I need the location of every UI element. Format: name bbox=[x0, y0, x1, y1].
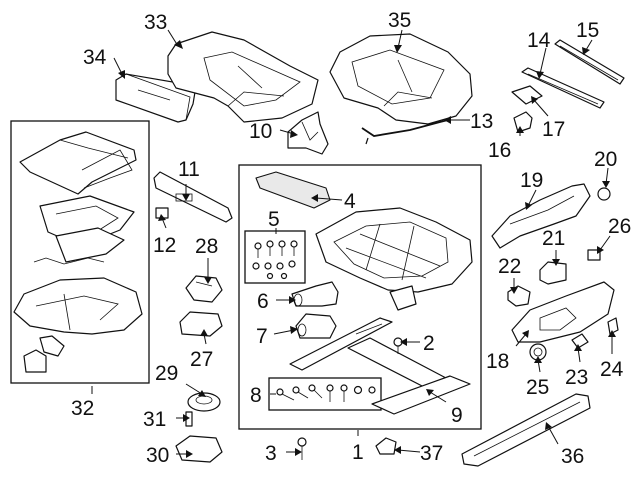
part-26-connector bbox=[587, 249, 601, 261]
part-15-rail bbox=[554, 39, 625, 85]
part-32-seat-back-kit bbox=[13, 131, 143, 373]
part-27-block bbox=[179, 311, 223, 337]
part-13-rod bbox=[361, 119, 449, 145]
callout-9: 9 bbox=[451, 404, 463, 427]
callout-32: 32 bbox=[71, 397, 94, 420]
callout-8: 8 bbox=[250, 384, 262, 407]
part-16-cap bbox=[513, 111, 533, 133]
main-frame bbox=[238, 164, 482, 430]
callout-2: 2 bbox=[423, 332, 435, 355]
callout-30: 30 bbox=[146, 444, 169, 467]
callout-24: 24 bbox=[600, 358, 624, 381]
part-20-knob bbox=[597, 187, 611, 201]
part-8-fastener-kit bbox=[276, 384, 376, 402]
part-21-switch bbox=[539, 261, 567, 285]
callout-33: 33 bbox=[144, 11, 167, 34]
callout-26: 26 bbox=[608, 215, 631, 238]
part-35-seat-cushion bbox=[329, 33, 473, 125]
callout-labels: 1 2 3 4 5 6 7 8 9 10 11 12 13 14 15 16 1… bbox=[71, 9, 631, 468]
part-7-motor bbox=[295, 313, 337, 339]
callout-37: 37 bbox=[420, 442, 443, 465]
callout-5: 5 bbox=[268, 208, 280, 231]
kit-8-frame bbox=[268, 377, 382, 411]
leader-arrowheads bbox=[118, 40, 616, 458]
callout-20: 20 bbox=[594, 148, 617, 171]
callout-15: 15 bbox=[576, 19, 599, 42]
callout-10: 10 bbox=[249, 120, 272, 143]
callout-27: 27 bbox=[190, 348, 213, 371]
part-6-motor bbox=[291, 281, 339, 307]
callout-28: 28 bbox=[195, 235, 218, 258]
callout-14: 14 bbox=[527, 29, 551, 52]
callout-22: 22 bbox=[498, 255, 521, 278]
callout-3: 3 bbox=[265, 442, 277, 465]
part-5-fastener-kit bbox=[252, 240, 298, 280]
seat-frame bbox=[315, 207, 473, 311]
callout-4: 4 bbox=[344, 190, 356, 213]
seat-track bbox=[289, 317, 471, 415]
callout-16: 16 bbox=[488, 139, 511, 162]
part-17-clip bbox=[511, 85, 543, 105]
part-29-disc bbox=[187, 392, 221, 412]
callout-25: 25 bbox=[526, 376, 549, 399]
part-23-clip bbox=[571, 333, 589, 349]
callout-21: 21 bbox=[542, 227, 565, 250]
part-36-long-trim bbox=[461, 393, 591, 467]
part-10-bracket bbox=[287, 111, 329, 155]
callout-35: 35 bbox=[388, 9, 411, 32]
part-30-base bbox=[175, 435, 223, 463]
callout-19: 19 bbox=[520, 169, 543, 192]
callout-12: 12 bbox=[153, 234, 176, 257]
callout-1: 1 bbox=[352, 441, 364, 464]
callout-7: 7 bbox=[256, 325, 268, 348]
part-28-bracket bbox=[185, 275, 223, 303]
callout-29: 29 bbox=[155, 362, 178, 385]
kit-32-frame bbox=[10, 120, 150, 384]
callout-34: 34 bbox=[83, 46, 107, 69]
part-18-side-trim bbox=[511, 281, 615, 343]
callout-11: 11 bbox=[178, 158, 200, 181]
part-24-cap bbox=[607, 317, 619, 335]
callout-31: 31 bbox=[143, 408, 166, 431]
callout-36: 36 bbox=[561, 445, 584, 468]
part-14-rail bbox=[521, 67, 605, 109]
callout-13: 13 bbox=[470, 110, 493, 133]
part-3-bolt bbox=[297, 437, 307, 460]
part-37-clip bbox=[375, 437, 397, 455]
callout-17: 17 bbox=[542, 118, 565, 141]
callout-6: 6 bbox=[257, 290, 269, 313]
callout-18: 18 bbox=[486, 350, 509, 373]
kit-5-frame bbox=[244, 230, 306, 284]
callout-23: 23 bbox=[565, 366, 588, 389]
part-4-panel bbox=[255, 171, 331, 209]
part-19-bracket bbox=[491, 183, 591, 249]
part-33-seat-cushion bbox=[167, 31, 319, 123]
